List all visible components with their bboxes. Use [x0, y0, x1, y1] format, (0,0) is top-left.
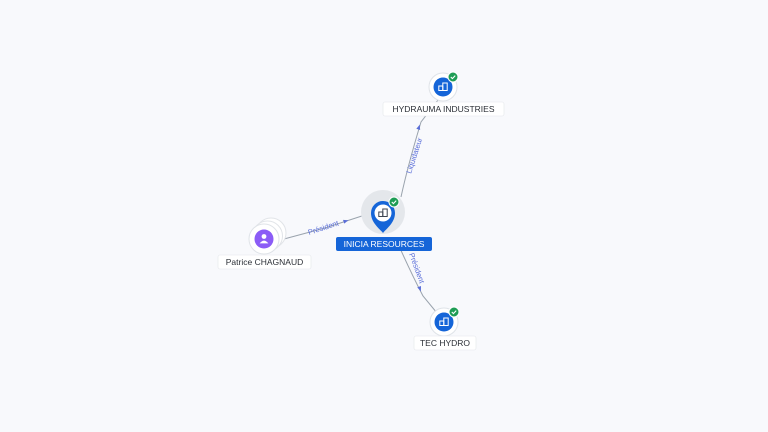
edge-label-liquidateur: Liquidateur [404, 136, 424, 175]
node-label-box [382, 101, 505, 117]
verified-check-icon [448, 306, 460, 318]
building-icon [438, 82, 448, 91]
person-icon [259, 234, 269, 244]
node-label: HYDRAUMA INDUSTRIES [392, 104, 494, 114]
node-label: INICIA RESOURCES [344, 239, 425, 249]
edge-inicia-techydro[interactable]: Président [398, 245, 438, 314]
edge-patrice-inicia[interactable]: Président [283, 213, 369, 240]
edge-arrow [343, 219, 349, 224]
node-inicia-resources[interactable]: INICIA RESOURCES [336, 190, 432, 251]
edge-arrow [416, 124, 421, 130]
node-label: TEC HYDRO [420, 338, 470, 348]
building-icon [439, 317, 449, 326]
node-disc [254, 229, 274, 249]
building-icon [378, 208, 388, 217]
node-hydrauma-industries[interactable]: HYDRAUMA INDUSTRIES [382, 71, 505, 117]
node-label-box [217, 254, 312, 270]
verified-check-icon [388, 196, 400, 208]
edge-arrow [417, 285, 422, 292]
edge-label-president: Président [407, 252, 427, 286]
edge-label-president: Président [307, 218, 341, 237]
node-label-box [413, 335, 477, 351]
node-patrice-chagnaud[interactable]: Patrice CHAGNAUD [217, 217, 312, 270]
node-label: Patrice CHAGNAUD [226, 257, 303, 267]
node-tec-hydro[interactable]: TEC HYDRO [413, 306, 477, 351]
node-label-box [336, 237, 432, 251]
verified-check-icon [447, 71, 459, 83]
